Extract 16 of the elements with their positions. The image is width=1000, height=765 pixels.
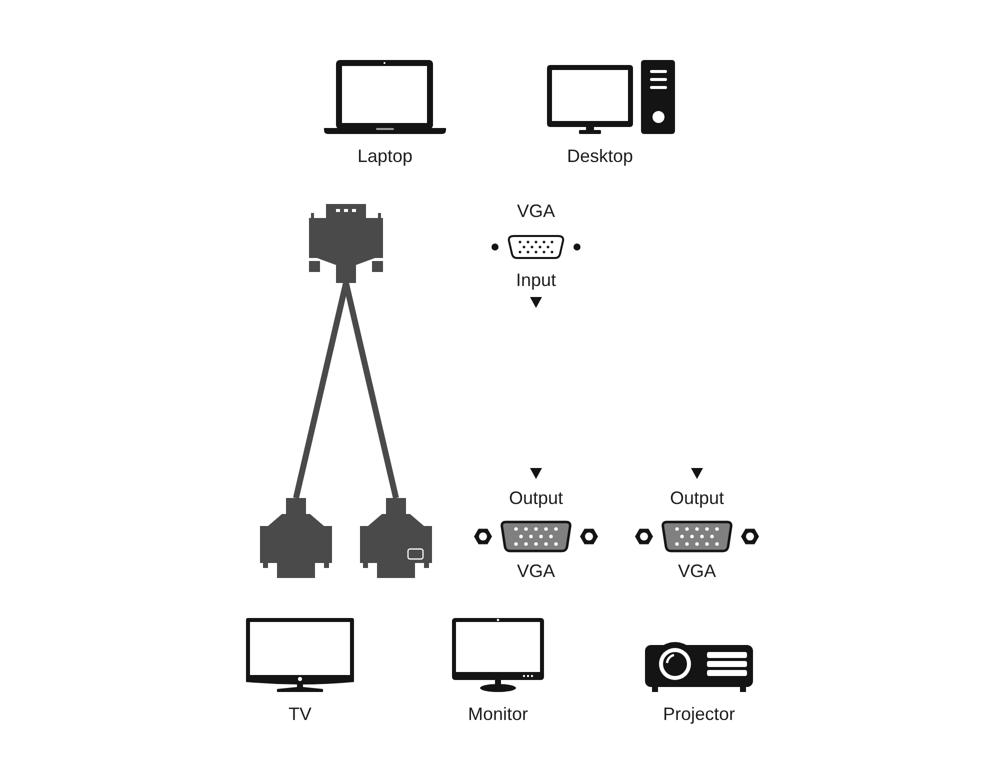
port-label: Output — [508, 487, 564, 509]
port-label: VGA — [678, 560, 716, 582]
device-label: TV — [288, 703, 312, 725]
cable-line — [293, 282, 349, 499]
vga-plug-icon — [360, 498, 432, 578]
port-label: Output — [670, 487, 724, 509]
device-label: Projector — [662, 703, 736, 725]
port-label: Input — [516, 269, 556, 291]
device-label: Desktop — [566, 145, 634, 167]
device-label: Monitor — [468, 703, 528, 725]
cable-line — [343, 282, 399, 499]
vga-plug-icon — [309, 204, 383, 283]
vga-plug-icon — [260, 498, 332, 578]
port-label: VGA — [516, 560, 555, 582]
device-label: Laptop — [357, 145, 413, 167]
port-label: VGA — [516, 200, 555, 222]
